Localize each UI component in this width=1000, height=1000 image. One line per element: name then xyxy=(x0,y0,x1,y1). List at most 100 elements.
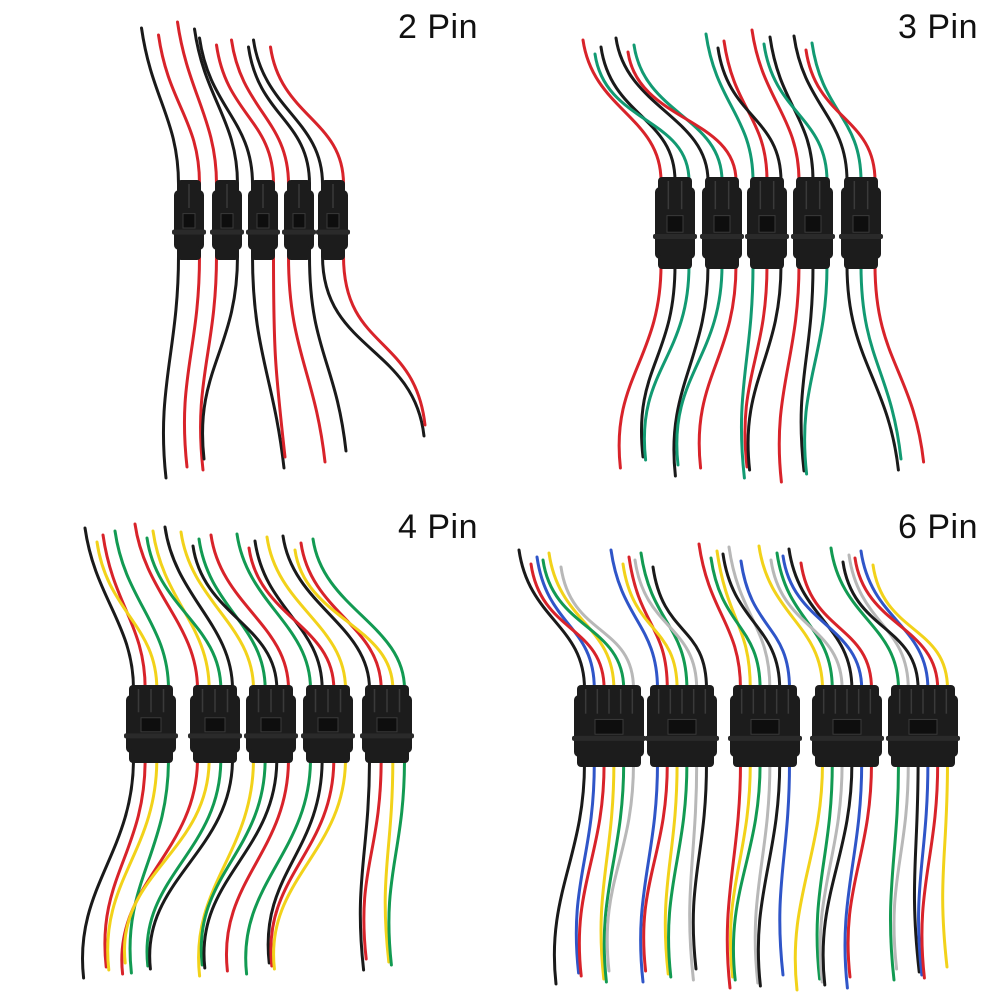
wire-upper xyxy=(269,45,345,186)
wire-lower xyxy=(920,761,940,980)
wire-lower xyxy=(756,761,782,988)
connector-housing xyxy=(728,685,802,767)
housing-latch xyxy=(832,718,862,735)
wire-upper xyxy=(529,562,606,691)
panel-2pin: 2 Pin xyxy=(0,0,500,500)
wire-upper xyxy=(215,43,275,186)
panel-label-2pin: 2 Pin xyxy=(398,8,478,46)
wire-lower xyxy=(725,761,742,990)
housing-boot xyxy=(321,246,345,260)
housing-boot xyxy=(193,749,237,763)
housing-latch xyxy=(326,213,340,229)
housing-seal xyxy=(301,733,355,739)
wire-lower xyxy=(266,757,324,965)
housing-latch xyxy=(292,213,306,229)
wire-lower xyxy=(731,761,762,982)
wire-lower xyxy=(251,254,286,470)
wire-upper xyxy=(621,562,679,691)
housing-latch xyxy=(256,213,270,229)
connector-illustration-2pin xyxy=(140,20,427,480)
wire-lower xyxy=(103,757,147,969)
wire-upper xyxy=(191,544,279,691)
wires-3pin xyxy=(581,28,926,484)
wire-upper xyxy=(721,552,782,691)
wire-upper xyxy=(209,533,290,691)
wire-lower xyxy=(272,254,287,459)
connectors-3pin xyxy=(653,177,883,269)
wire-lower xyxy=(577,761,606,978)
panel-label-6pin: 6 Pin xyxy=(898,508,978,546)
wire-upper xyxy=(799,561,873,691)
wires-4pin xyxy=(81,522,406,980)
wire-lower xyxy=(691,761,708,971)
wire-upper xyxy=(757,544,824,691)
wire-lower xyxy=(308,254,348,453)
wire-upper xyxy=(853,556,940,691)
housing-seal xyxy=(653,234,697,240)
wire-lower xyxy=(642,263,691,462)
housing-latch xyxy=(666,215,684,233)
wire-upper xyxy=(781,554,864,691)
wire-lower xyxy=(128,757,170,975)
wire-upper xyxy=(179,530,255,691)
wire-lower xyxy=(201,254,239,461)
connector-housing xyxy=(645,685,719,767)
wire-upper xyxy=(626,50,738,183)
housing-latch xyxy=(908,718,938,735)
wire-upper xyxy=(140,26,180,186)
wire-upper xyxy=(265,535,347,691)
connectors-2pin xyxy=(172,180,350,260)
wire-upper xyxy=(235,532,312,691)
wire-upper xyxy=(163,525,234,691)
panel-4pin: 4 Pin xyxy=(0,500,500,1000)
wire-upper xyxy=(697,542,742,691)
wire-lower xyxy=(753,761,772,985)
housing-seal xyxy=(886,735,960,741)
housing-boot xyxy=(750,255,784,269)
wire-upper xyxy=(829,546,900,691)
connector-housing xyxy=(172,180,206,260)
wire-lower xyxy=(639,761,659,984)
connector-housing xyxy=(653,177,697,269)
housing-seal xyxy=(810,735,884,741)
housing-boot xyxy=(365,749,409,763)
wire-lower xyxy=(342,254,427,427)
housing-latch xyxy=(376,717,398,733)
wire-lower xyxy=(122,757,211,965)
housing-seal xyxy=(124,733,178,739)
housing-latch xyxy=(317,717,339,733)
connector-housing xyxy=(839,177,883,269)
wire-lower xyxy=(383,757,395,964)
housing-seal xyxy=(360,733,414,739)
wire-lower xyxy=(602,761,626,984)
wire-upper xyxy=(145,536,223,691)
wire-upper xyxy=(716,46,783,183)
housing-latch xyxy=(750,718,780,735)
housing-latch xyxy=(667,718,697,735)
housing-seal xyxy=(572,735,646,741)
wire-lower xyxy=(287,254,327,464)
wire-upper xyxy=(193,27,239,186)
wire-lower xyxy=(818,761,844,984)
wire-lower xyxy=(617,263,663,470)
housing-boot xyxy=(287,246,311,260)
wire-lower xyxy=(888,761,900,982)
connector-housing xyxy=(316,180,350,260)
wire-upper xyxy=(198,36,254,186)
wire-upper xyxy=(581,38,663,183)
wire-lower xyxy=(599,761,616,981)
wire-upper xyxy=(810,41,863,183)
wire-upper xyxy=(841,560,920,691)
wire-upper xyxy=(247,45,311,186)
housing-latch xyxy=(713,215,731,233)
wire-lower xyxy=(199,254,218,472)
wire-upper xyxy=(95,540,159,691)
wire-lower xyxy=(148,757,234,971)
wire-upper xyxy=(133,522,199,691)
panel-label-3pin: 3 Pin xyxy=(898,8,978,46)
wire-lower xyxy=(728,761,752,979)
housing-boot xyxy=(815,753,879,767)
panel-3pin: 3 Pin xyxy=(500,0,1000,500)
wire-upper xyxy=(311,537,406,691)
housing-boot xyxy=(796,255,830,269)
